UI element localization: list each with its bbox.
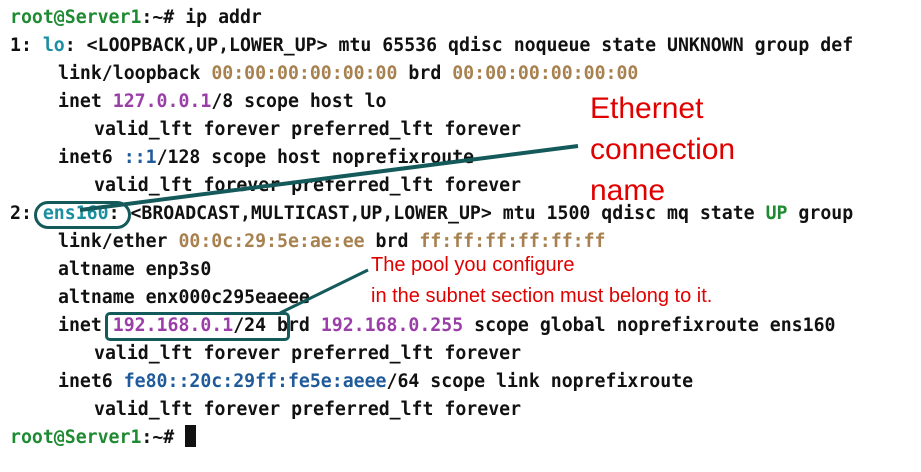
- inet6-label: inet6: [58, 147, 124, 168]
- mac-address: 00:0c:29:5e:ae:ee: [178, 231, 365, 252]
- lo-inet-line: inet 127.0.0.1/8 scope host lo: [58, 89, 387, 115]
- inet-rest: scope global noprefixroute ens160: [463, 315, 836, 336]
- interface-name-lo: lo: [42, 35, 65, 56]
- ens160-link-line: link/ether 00:0c:29:5e:ae:ee brd ff:ff:f…: [58, 229, 606, 255]
- inet-label: inet: [58, 91, 113, 112]
- lifetime-line: valid_lft forever preferred_lft forever: [94, 175, 522, 196]
- state-up: UP: [765, 203, 788, 224]
- ip-highlight-box: [105, 312, 290, 341]
- lo-link-line: link/loopback 00:00:00:00:00:00 brd 00:0…: [58, 61, 638, 87]
- inet6-label: inet6: [58, 371, 124, 392]
- index-text: 2:: [10, 203, 43, 224]
- cidr-suffix: /24: [233, 315, 267, 336]
- prompt-user-host: root@Server1: [10, 427, 142, 448]
- link-label: link/ether: [58, 231, 179, 252]
- broadcast-mac: 00:00:00:00:00:00: [452, 63, 639, 84]
- prompt-separator: :~#: [141, 427, 186, 448]
- prompt-line: root@Server1:~# ip addr: [10, 5, 262, 31]
- broadcast-mac: ff:ff:ff:ff:ff:ff: [419, 231, 606, 252]
- index-text: 1:: [10, 35, 43, 56]
- altname-line: altname enp3s0: [58, 259, 212, 280]
- prompt-user-host: root@Server1: [10, 7, 142, 28]
- group-text: group: [787, 203, 854, 224]
- pool-connector-line: [279, 268, 369, 315]
- ipv4-address: 127.0.0.1: [112, 91, 212, 112]
- broadcast-ip: 192.168.0.255: [320, 315, 464, 336]
- brd-label: brd: [364, 231, 420, 252]
- mac-address: 00:00:00:00:00:00: [211, 63, 398, 84]
- inet6-rest: /64 scope link noprefixroute: [386, 371, 694, 392]
- ethernet-annotation-line3: name: [590, 174, 666, 207]
- lifetime-line: valid_lft forever preferred_lft forever: [94, 343, 522, 364]
- prompt-line: root@Server1:~#: [10, 425, 197, 451]
- ethernet-annotation-line1: Ethernet: [590, 92, 704, 125]
- cursor-block[interactable]: [185, 425, 197, 447]
- ipv4-address: 192.168.0.1: [112, 315, 234, 336]
- pool-annotation-line1: The pool you configure: [371, 254, 575, 276]
- ens160-header-line: 2: ens160: <BROADCAST,MULTICAST,UP,LOWER…: [10, 201, 853, 227]
- ens160-inet-line: inet 192.168.0.1/24 brd 192.168.0.255 sc…: [58, 313, 835, 339]
- inet-rest: /8 scope host lo: [211, 91, 387, 112]
- ipv6-address: ::1: [123, 147, 157, 168]
- ens160-inet6-line: inet6 fe80::20c:29ff:fe5e:aeee/64 scope …: [58, 369, 693, 395]
- ens160-flags-text: : <BROADCAST,MULTICAST,UP,LOWER_UP> mtu …: [108, 203, 766, 224]
- lifetime-line: valid_lft forever preferred_lft forever: [94, 399, 522, 420]
- pool-annotation-line2: in the subnet section must belong to it.: [371, 285, 713, 307]
- interface-highlight-ellipse: [34, 201, 131, 229]
- ethernet-connector-line: [79, 144, 579, 212]
- lifetime-line: valid_lft forever preferred_lft forever: [94, 119, 522, 140]
- lo-flags-text: : <LOOPBACK,UP,LOWER_UP> mtu 65536 qdisc…: [64, 35, 854, 56]
- link-label: link/loopback: [58, 63, 212, 84]
- altname-line: altname enx000c295eaeee: [58, 287, 310, 308]
- command-text: ip addr: [185, 7, 262, 28]
- inet-label: inet: [58, 315, 113, 336]
- brd-label: brd: [266, 315, 321, 336]
- ethernet-annotation-line2: connection: [590, 133, 736, 166]
- lo-header-line: 1: lo: <LOOPBACK,UP,LOWER_UP> mtu 65536 …: [10, 33, 853, 59]
- brd-label: brd: [397, 63, 453, 84]
- prompt-separator: :~#: [141, 7, 186, 28]
- ipv6-address: fe80::20c:29ff:fe5e:aeee: [123, 371, 387, 392]
